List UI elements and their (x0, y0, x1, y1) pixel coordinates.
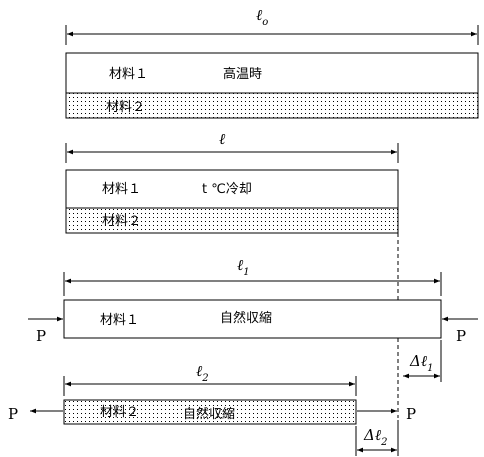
stage3-material: 材料１ (100, 313, 139, 328)
stage4-material2-bar (63, 399, 357, 425)
stage3-dimension (63, 272, 442, 296)
stage4-force-right-label: P (406, 405, 416, 423)
stage3-material1-bar (63, 299, 442, 339)
stage3-delta-label: Δℓ1 (409, 352, 433, 374)
stage3-force-right-label: P (456, 327, 466, 345)
stage1-bottom-material: 材料２ (106, 100, 145, 115)
stage4-length-label: ℓ2 (196, 362, 209, 384)
stage4-material: 材料２ (100, 405, 139, 420)
stage1-length-label: ℓo (256, 6, 268, 28)
stage3-length-label: ℓ1 (237, 256, 250, 278)
stage4-condition: 自然収縮 (183, 406, 235, 422)
stage1-dimension (65, 25, 479, 45)
stage1-material2-layer (65, 92, 479, 119)
stage3-delta-dimension (403, 340, 442, 382)
stage1-top-material: 材料１ (109, 67, 148, 82)
stage2-material1-layer (65, 169, 399, 209)
stage2-material2-layer (65, 207, 399, 234)
stage2-bottom-material: 材料２ (102, 214, 141, 229)
stage3-condition: 自然収縮 (220, 310, 272, 326)
stage2-dimension (65, 143, 399, 163)
stage3-force-left-label: P (36, 327, 46, 345)
stage1-condition: 高温時 (223, 66, 262, 82)
stage2-condition: t ℃冷却 (202, 182, 252, 197)
stage4-force-left-label: P (8, 405, 18, 423)
stage4-dimension (63, 376, 357, 396)
stage2-top-material: 材料１ (102, 182, 141, 197)
stage1-material1-layer (65, 52, 479, 94)
stage4-delta-label: Δℓ2 (363, 426, 387, 448)
stage4-delta-dimension (355, 420, 399, 456)
stage2-length-label: ℓ (219, 130, 225, 148)
